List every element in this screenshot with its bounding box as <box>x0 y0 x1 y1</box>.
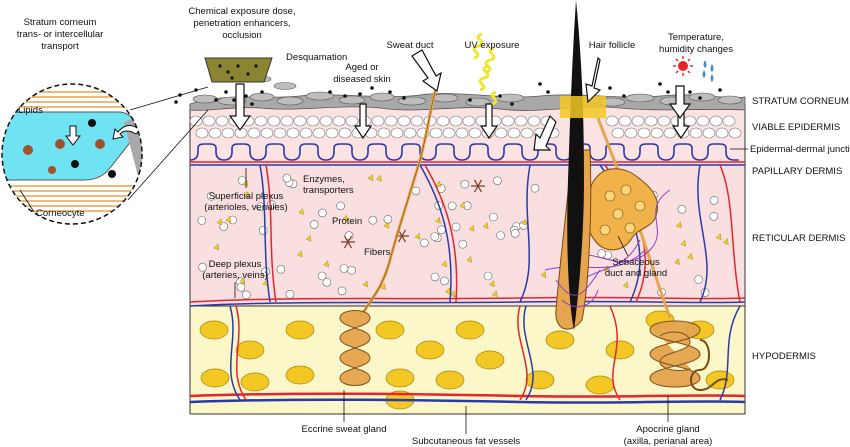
sebaceous-label-2: duct and gland <box>605 268 667 279</box>
aged-label-2: diseased skin <box>333 74 391 85</box>
skin-block <box>174 0 746 415</box>
sweat-duct-label: Sweat duct <box>387 40 434 51</box>
superficial-plexus-label-1: Superficial plexus <box>209 191 284 202</box>
eccrine-label: Eccrine sweat gland <box>301 424 386 435</box>
protein-label: Protein <box>332 216 362 227</box>
enzymes-label-1: Enzymes, <box>303 174 345 185</box>
penetration-arrows <box>228 83 691 151</box>
sun-icon <box>673 56 693 76</box>
layer-junction: Epidermal-dermal junction <box>750 144 850 155</box>
layer-stratum-corneum: STRATUM CORNEUM <box>752 96 849 107</box>
apocrine-gland <box>596 117 729 392</box>
aged-label-1: Aged or <box>345 62 378 73</box>
chemical-exposure-patch <box>204 57 273 83</box>
inset-lipids-label: Lipids <box>18 105 43 116</box>
apocrine-label-2: (axilla, perianal area) <box>624 436 713 447</box>
hair-follicle-arrow-icon <box>585 56 602 104</box>
layer-reticular-dermis: RETICULAR DERMIS <box>752 233 845 244</box>
layer-viable-epidermis: VIABLE EPIDERMIS <box>752 122 840 133</box>
chemical-label-2: penetration enhancers, <box>193 18 290 29</box>
epidermal-dermal-junction <box>189 143 739 161</box>
sebaceous-gland <box>544 168 671 301</box>
superficial-plexus-label-2: (arterioles, venules) <box>204 202 287 213</box>
fibers-label: Fibers <box>364 247 391 258</box>
chemical-label-1: Chemical exposure dose, <box>188 6 295 17</box>
inset-corneocyte-label: Corneocyte <box>36 208 85 219</box>
deep-plexus-label-2: (arteries, veins) <box>202 270 267 281</box>
apocrine-label-1: Apocrine gland <box>636 424 699 435</box>
fat-cells <box>199 310 735 410</box>
sweat-duct-arrow-icon <box>411 49 442 93</box>
enzymes-label-2: transporters <box>303 185 354 196</box>
deep-plexus-label-1: Deep plexus <box>209 259 262 270</box>
temperature-arrow-icon <box>668 85 692 120</box>
chemical-particles <box>174 82 722 112</box>
blood-vessels <box>190 161 745 404</box>
uv-icon <box>472 32 498 106</box>
hair-follicle-label: Hair follicle <box>589 40 635 51</box>
uv-label: UV exposure <box>465 40 520 51</box>
temperature-label-1: Temperature, <box>668 32 724 43</box>
layer-papillary-dermis: PAPILLARY DERMIS <box>752 166 842 177</box>
chemical-label-3: occlusion <box>222 30 262 41</box>
inset-title-1: Stratum corneum <box>24 17 97 28</box>
desquamation-label: Desquamation <box>286 52 347 63</box>
inset-title-3: transport <box>41 41 79 52</box>
temperature-label-2: humidity changes <box>659 44 733 55</box>
inset-title-2: trans- or intercellular <box>17 29 104 40</box>
subcutaneous-label: Subcutaneous fat vessels <box>412 436 521 447</box>
eccrine-sweat-gland <box>339 87 438 386</box>
layer-hypodermis: HYPODERMIS <box>752 351 816 362</box>
sebaceous-label-1: Sebaceous <box>612 257 660 268</box>
hair-follicle <box>555 0 606 330</box>
stratum-corneum-inset <box>1 83 209 225</box>
water-drops-icon <box>702 60 714 82</box>
